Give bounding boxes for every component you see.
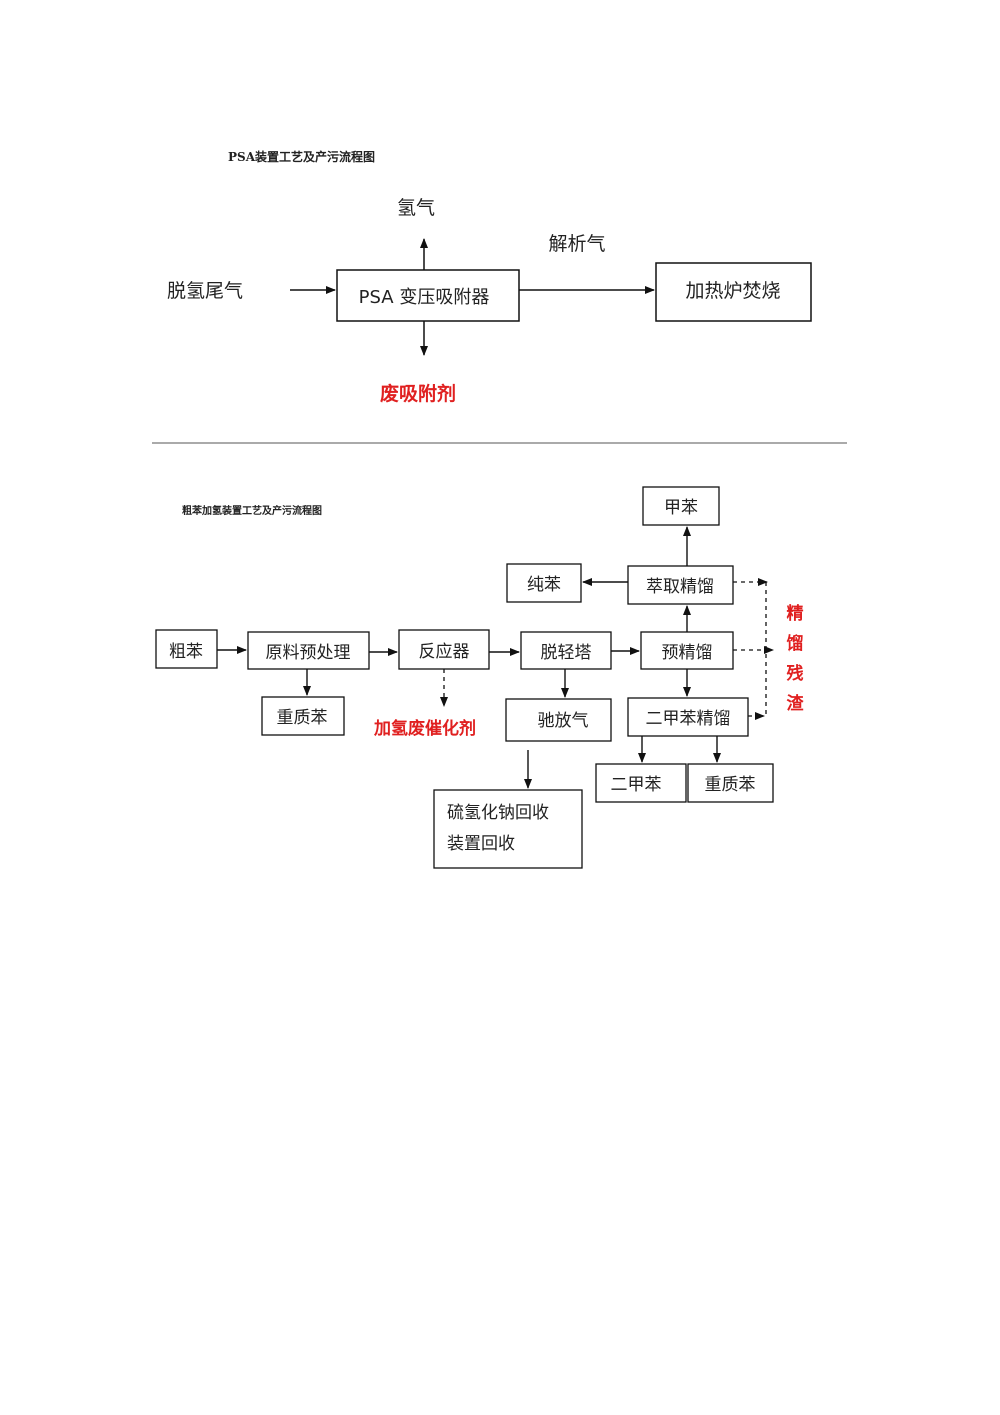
pre-rectify-label: 预精馏 <box>662 643 713 663</box>
toluene-box <box>642 486 720 526</box>
psa-title: PSA装置工艺及产污流程图 <box>228 149 375 164</box>
psa-adsorber-box <box>336 269 520 322</box>
sulfur-recovery-label-2: 装置回收 <box>447 834 515 854</box>
waste-adsorbent-label: 废吸附剂 <box>380 382 456 405</box>
pretreatment-box <box>247 631 370 670</box>
xylene-rectify-box <box>627 697 749 737</box>
crude-benzene-label: 粗苯 <box>169 642 203 662</box>
residue-char-4: 渣 <box>787 693 805 714</box>
crude-benzene-box <box>155 629 218 669</box>
xylene-rectify-label: 二甲苯精馏 <box>646 709 731 729</box>
extract-rectify-box <box>627 565 734 605</box>
toluene-label: 甲苯 <box>664 498 698 518</box>
crude-title: 粗苯加氢装置工艺及产污流程图 <box>182 504 322 517</box>
catalyst-waste-label: 加氢废催化剂 <box>373 718 476 739</box>
xylene-label: 二甲苯 <box>611 775 662 795</box>
xylene-box <box>595 763 687 803</box>
heavy-benzene-label-1: 重质苯 <box>277 708 328 728</box>
vent-gas-label: 驰放气 <box>538 711 589 731</box>
furnace-label: 加热炉焚烧 <box>685 280 780 302</box>
hydrogen-label: 氢气 <box>397 197 435 219</box>
pure-benzene-label: 纯苯 <box>527 575 561 595</box>
sulfur-recovery-label-1: 硫氢化钠回收 <box>447 803 549 823</box>
light-tower-label: 脱轻塔 <box>541 643 592 663</box>
furnace-box <box>655 262 812 322</box>
vent-gas-box <box>505 698 612 742</box>
psa-adsorber-label: PSA 变压吸附器 <box>359 287 490 308</box>
dehydrogenation-tailgas-label: 脱氢尾气 <box>167 280 243 302</box>
pretreatment-label: 原料预处理 <box>266 643 351 663</box>
extract-rectify-label: 萃取精馏 <box>646 577 714 597</box>
residue-char-1: 精 <box>787 603 804 624</box>
residue-char-3: 残 <box>787 663 804 684</box>
reactor-label: 反应器 <box>419 642 470 662</box>
desorption-gas-label: 解析气 <box>548 233 605 255</box>
heavy-benzene-label-2: 重质苯 <box>705 775 756 795</box>
heavy-benzene-box-1 <box>261 696 345 736</box>
pure-benzene-box <box>506 563 582 603</box>
residue-char-2: 馏 <box>787 633 804 654</box>
heavy-benzene-box-2 <box>687 763 774 803</box>
sulfur-recovery-box <box>433 789 583 869</box>
